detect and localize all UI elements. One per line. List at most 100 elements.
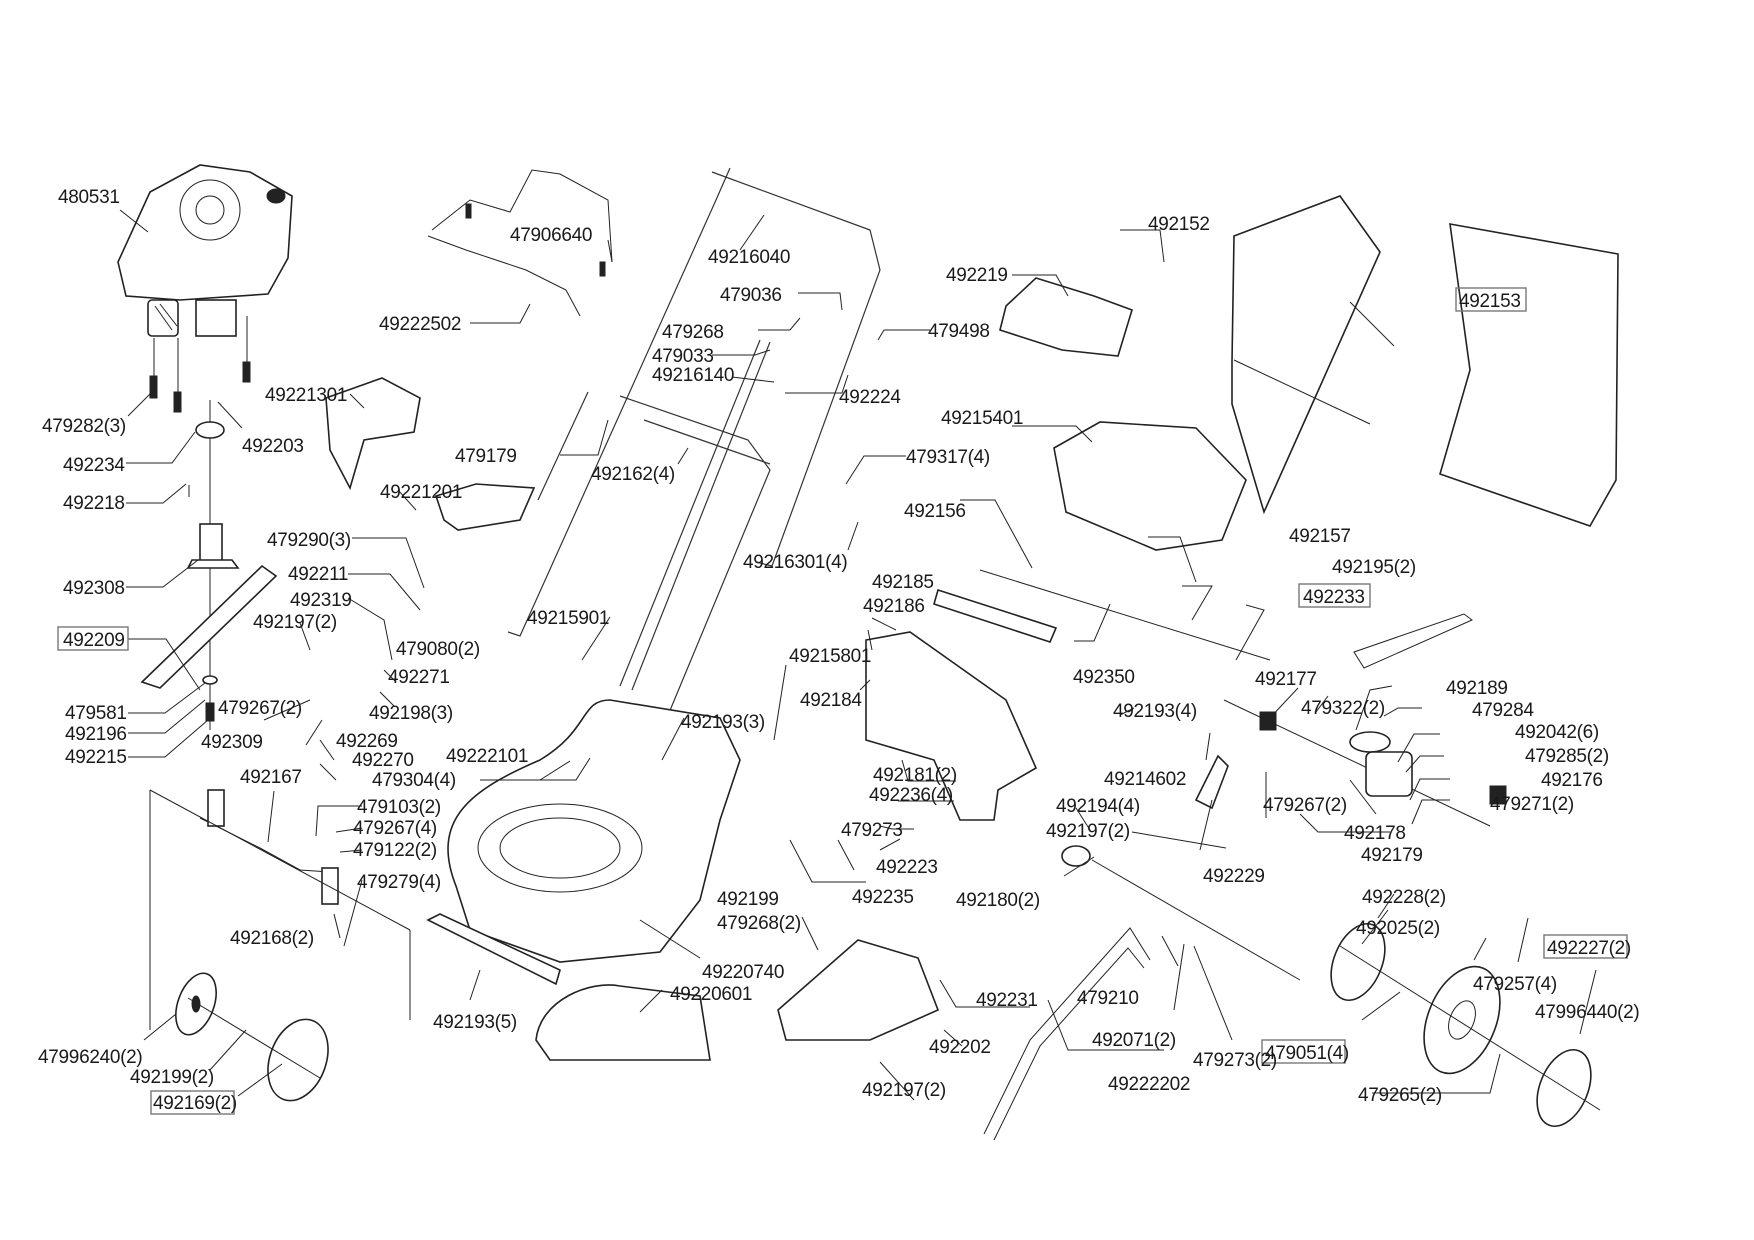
label-pulley-492189[interactable]: 492189 — [1446, 678, 1508, 699]
label-lock-washer[interactable]: 492196 — [65, 724, 127, 745]
label-spring-492235[interactable]: 492235 — [852, 887, 914, 908]
label-clip-492195[interactable]: 492195(2) — [1332, 557, 1416, 578]
label-cable-479033[interactable]: 479033 — [652, 346, 714, 367]
label-washer-479271[interactable]: 479271(2) — [1490, 794, 1574, 815]
label-rear-guard-bracket[interactable]: 49215801 — [789, 646, 871, 667]
label-cable-492224[interactable]: 492224 — [839, 387, 902, 408]
label-hubcap-front[interactable]: 47996240(2) — [38, 1047, 143, 1068]
label-bushing-492180[interactable]: 492180(2) — [956, 890, 1040, 911]
label-pulley-washer[interactable]: 492234 — [63, 455, 126, 476]
label-nut-479267b[interactable]: 479267(4) — [353, 818, 437, 839]
label-washer-492025[interactable]: 492025(2) — [1356, 918, 1440, 939]
label-washer-492042[interactable]: 492042(6) — [1515, 722, 1599, 743]
label-spring-492197c[interactable]: 492197(2) — [1046, 821, 1130, 842]
label-nut-479268[interactable]: 479268 — [662, 322, 724, 343]
label-knob-479080[interactable]: 479080(2) — [396, 639, 480, 660]
label-lower-handle[interactable]: 49216140 — [652, 365, 734, 386]
label-rear-cover-49215401[interactable]: 49215401 — [941, 408, 1023, 429]
label-spring-492197a[interactable]: 492197(2) — [253, 612, 337, 633]
label-deck-front-cover[interactable]: 49220601 — [670, 984, 752, 1005]
label-screw-492194[interactable]: 492194(4) — [1056, 796, 1140, 817]
label-bearing-479051[interactable]: 479051(4) — [1265, 1043, 1349, 1064]
label-screw-492193-4[interactable]: 492193(4) — [1113, 701, 1197, 722]
label-blade-adapter[interactable]: 492308 — [63, 578, 125, 599]
label-flap-492185[interactable]: 492185 — [872, 572, 934, 593]
label-control-bail[interactable]: 47906640 — [510, 225, 592, 246]
label-blade-washer[interactable]: 479581 — [65, 703, 127, 724]
label-bracket-492319[interactable]: 492319 — [290, 590, 352, 611]
label-rear-axle-492167[interactable]: 492167 — [240, 767, 302, 788]
label-spring-492197b[interactable]: 492197(2) — [862, 1080, 946, 1101]
label-nut-479267c[interactable]: 479267(2) — [1263, 795, 1347, 816]
label-grass-bag-frame[interactable]: 492152 — [1148, 214, 1210, 235]
label-screw-492202[interactable]: 492202 — [929, 1037, 991, 1058]
label-rod-492211[interactable]: 492211 — [288, 564, 349, 585]
label-blade[interactable]: 492209 — [63, 630, 125, 651]
label-screw-492236[interactable]: 492236(4) — [869, 785, 953, 806]
label-nut-479273[interactable]: 479273 — [841, 820, 903, 841]
label-cable-guide-479179[interactable]: 479179 — [455, 446, 517, 467]
label-nut-479268b[interactable]: 479268(2) — [717, 913, 801, 934]
label-rear-wheel-492227[interactable]: 492227(2) — [1547, 938, 1631, 959]
label-nut-479210[interactable]: 479210 — [1077, 988, 1139, 1009]
label-bolt-479290[interactable]: 479290(3) — [267, 530, 351, 551]
label-height-bracket-492168[interactable]: 492168(2) — [230, 928, 314, 949]
label-screw-492193-5[interactable]: 492193(5) — [433, 1012, 517, 1033]
label-bracket-492271[interactable]: 492271 — [388, 667, 450, 688]
label-clip-479036[interactable]: 479036 — [720, 285, 782, 306]
label-screw-479103[interactable]: 479103(2) — [357, 797, 441, 818]
label-plate-492181[interactable]: 492181(2) — [873, 765, 957, 786]
label-plate-492270[interactable]: 492270 — [352, 750, 414, 771]
label-lever-49216301[interactable]: 49216301(4) — [743, 552, 848, 573]
label-belt-492233[interactable]: 492233 — [1303, 587, 1365, 608]
label-spring-492223[interactable]: 492223 — [876, 857, 938, 878]
label-washer-479304[interactable]: 479304(4) — [372, 770, 456, 791]
label-clip-492179[interactable]: 492179 — [1361, 845, 1423, 866]
label-plate-492186[interactable]: 492186 — [863, 596, 925, 617]
label-washer-492071[interactable]: 492071(2) — [1092, 1030, 1176, 1051]
label-gearbox-492178[interactable]: 492178 — [1344, 823, 1406, 844]
label-rear-flap-cover[interactable]: 49221301 — [265, 385, 347, 406]
label-bumper-bar[interactable]: 49222502 — [379, 314, 461, 335]
label-front-wheel[interactable]: 492169(2) — [153, 1093, 237, 1114]
label-nut-479267a[interactable]: 479267(2) — [218, 698, 302, 719]
label-clamp-479498[interactable]: 479498 — [928, 321, 990, 342]
label-pinion-492177[interactable]: 492177 — [1255, 669, 1317, 690]
label-screw-492193-3[interactable]: 492193(3) — [681, 712, 765, 733]
label-screw-479322[interactable]: 479322(2) — [1301, 698, 1385, 719]
label-clip-479265[interactable]: 479265(2) — [1358, 1085, 1442, 1106]
label-grass-bag[interactable]: 492153 — [1459, 291, 1521, 312]
label-pinion-492176[interactable]: 492176 — [1541, 770, 1603, 791]
label-nut-479317[interactable]: 479317(4) — [906, 447, 990, 468]
label-bolt-479279[interactable]: 479279(4) — [357, 872, 441, 893]
label-hubcap-rear[interactable]: 47996440(2) — [1535, 1002, 1640, 1023]
label-screw-479285[interactable]: 479285(2) — [1525, 746, 1609, 767]
label-drive-pedal[interactable]: 49214602 — [1104, 769, 1186, 790]
label-nut-479273b[interactable]: 479273(2) — [1193, 1050, 1277, 1071]
label-key[interactable]: 492203 — [242, 436, 304, 457]
label-spring-492157[interactable]: 492157 — [1289, 526, 1351, 547]
label-side-cover[interactable]: 49221201 — [380, 482, 462, 503]
label-bracket-49222101[interactable]: 49222101 — [446, 746, 528, 767]
label-bolt-492269[interactable]: 492269 — [336, 731, 398, 752]
label-bolt-479284[interactable]: 479284 — [1472, 700, 1535, 721]
label-engine-bolts[interactable]: 479282(3) — [42, 416, 126, 437]
label-rear-axle-492229[interactable]: 492229 — [1203, 866, 1265, 887]
label-handle-bracket-49215901[interactable]: 49215901 — [527, 608, 609, 629]
label-engine[interactable]: 480531 — [58, 187, 120, 208]
label-screw-492198[interactable]: 492198(3) — [369, 703, 453, 724]
label-rear-guard-rod[interactable]: 49222202 — [1108, 1074, 1190, 1095]
label-washer-492199a[interactable]: 492199(2) — [130, 1067, 214, 1088]
label-washer-492199b[interactable]: 492199 — [717, 889, 779, 910]
label-clip-479122[interactable]: 479122(2) — [353, 840, 437, 861]
label-rod-492350[interactable]: 492350 — [1073, 667, 1135, 688]
label-spring-492156[interactable]: 492156 — [904, 501, 966, 522]
label-pin[interactable]: 492218 — [63, 493, 125, 514]
label-footrest-492231[interactable]: 492231 — [976, 990, 1038, 1011]
label-rear-rim-492228[interactable]: 492228(2) — [1362, 887, 1446, 908]
label-bracket-492309[interactable]: 492309 — [201, 732, 263, 753]
label-knob-492162[interactable]: 492162(4) — [591, 464, 675, 485]
label-upper-handle[interactable]: 49216040 — [708, 247, 790, 268]
label-deck[interactable]: 49220740 — [702, 962, 784, 983]
label-blade-bolt[interactable]: 492215 — [65, 747, 127, 768]
